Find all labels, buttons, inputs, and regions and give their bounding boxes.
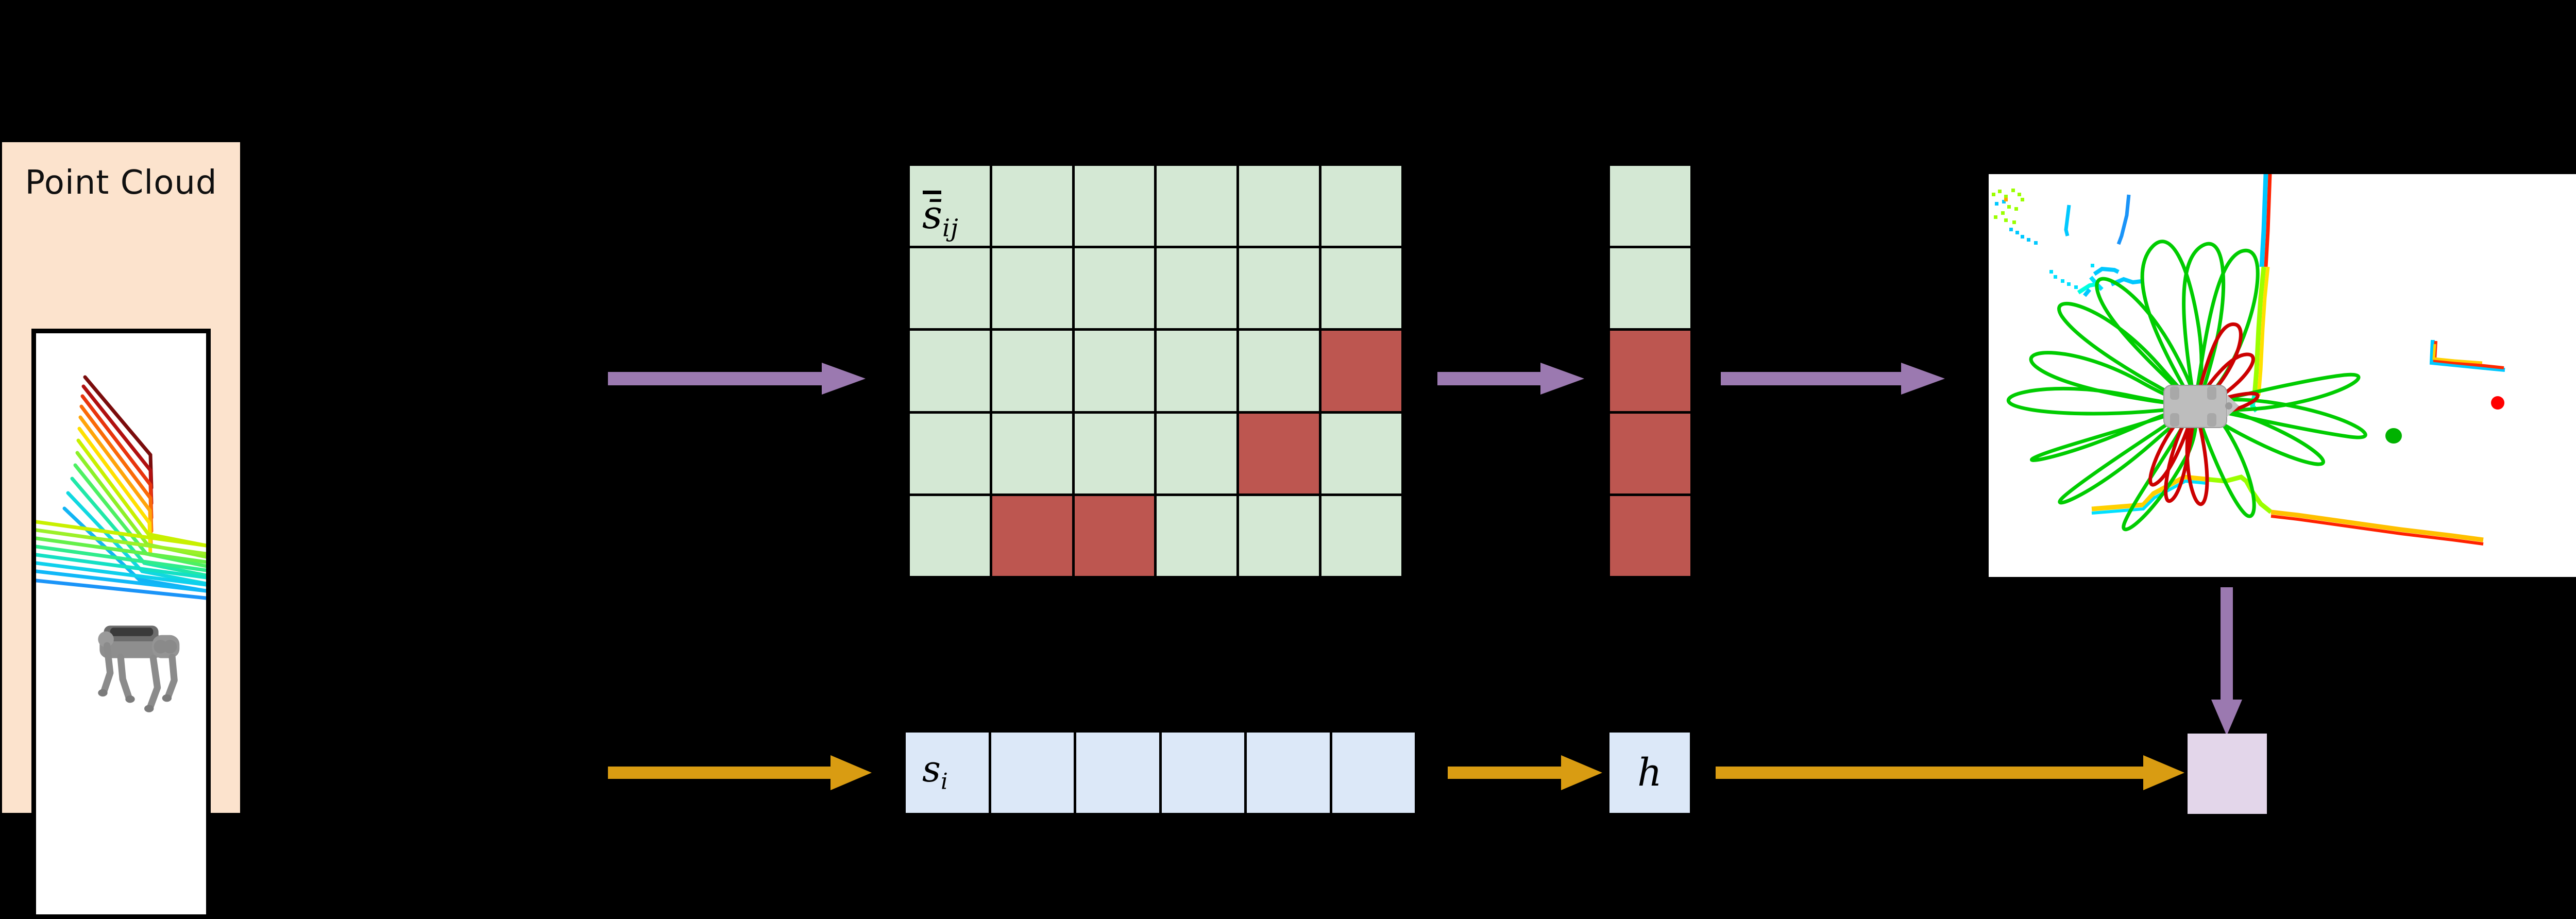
grid-cell — [992, 331, 1072, 411]
grid-cell — [1321, 413, 1401, 493]
arrow-pointcloud-to-grid — [608, 363, 866, 395]
arrow-pointcloud-to-state — [608, 755, 872, 790]
grid-cell — [1239, 248, 1319, 329]
state-cell — [1332, 733, 1415, 813]
state-vector-label: si — [922, 748, 948, 794]
output-node-box — [2188, 734, 2267, 814]
grid-cell — [992, 248, 1072, 329]
lidar-scan-points — [1992, 174, 2505, 546]
grid-cell — [910, 166, 990, 246]
arrow-grid-to-column — [1437, 363, 1584, 395]
arrow-state-to-hidden — [1448, 755, 1602, 790]
occupancy-grid-matrix — [910, 166, 1401, 576]
column-cell-occupied — [1610, 413, 1690, 493]
arrow-hidden-to-output — [1716, 755, 2184, 790]
point-cloud-scan — [36, 375, 206, 712]
column-cell-occupied — [1610, 496, 1690, 576]
grid-cell-occupied — [1074, 496, 1155, 576]
grid-cell-occupied — [1321, 331, 1401, 411]
grid-matrix-label-symbol: s̄ — [922, 191, 943, 237]
state-cell — [1076, 733, 1159, 813]
hidden-state-box: h — [1609, 733, 1690, 813]
state-cell — [1161, 733, 1244, 813]
grid-cell — [1321, 166, 1401, 246]
grid-cell — [1074, 413, 1155, 493]
grid-cell — [1157, 331, 1237, 411]
trajectory-sampling-panel — [1989, 174, 2576, 577]
robot-top-view — [2163, 385, 2239, 428]
state-feature-vector — [906, 733, 1415, 813]
grid-cell-occupied — [992, 496, 1072, 576]
grid-cell — [910, 496, 990, 576]
grid-cell — [992, 166, 1072, 246]
grid-cell — [1157, 248, 1237, 329]
state-cell — [1247, 733, 1330, 813]
quadruped-robot — [98, 625, 180, 712]
grid-cell — [1239, 166, 1319, 246]
state-vector-label-symbol: s — [922, 748, 941, 790]
grid-cell — [1321, 496, 1401, 576]
grid-matrix-label: s̄ij — [922, 191, 959, 243]
point-cloud-panel: Point Cloud — [2, 142, 240, 919]
grid-cell — [910, 413, 990, 493]
grid-matrix-label-subscript: ij — [942, 214, 959, 243]
column-feature-vector — [1610, 166, 1690, 576]
column-cell — [1610, 166, 1690, 246]
grid-cell — [992, 413, 1072, 493]
grid-cell — [1239, 496, 1319, 576]
column-cell — [1610, 248, 1690, 329]
goal-marker — [2385, 428, 2402, 444]
point-cloud-title: Point Cloud — [25, 164, 217, 202]
state-cell — [906, 733, 989, 813]
arrow-trajectory-to-output — [2211, 587, 2242, 736]
grid-cell — [1157, 166, 1237, 246]
grid-cell — [1239, 331, 1319, 411]
grid-cell — [1074, 331, 1155, 411]
grid-cell — [1074, 166, 1155, 246]
arrow-column-to-trajectory — [1721, 363, 1945, 395]
grid-cell — [1157, 496, 1237, 576]
column-cell-occupied — [1610, 331, 1690, 411]
grid-cell — [910, 248, 990, 329]
grid-cell — [1074, 248, 1155, 329]
grid-cell — [1321, 248, 1401, 329]
state-cell — [991, 733, 1074, 813]
grid-cell-occupied — [1239, 413, 1319, 493]
point-cloud-canvas — [31, 329, 211, 919]
state-vector-label-subscript: i — [940, 769, 948, 795]
target-marker — [2491, 396, 2504, 410]
grid-cell — [1157, 413, 1237, 493]
trajectory-plot — [1989, 174, 2576, 577]
grid-cell — [910, 331, 990, 411]
